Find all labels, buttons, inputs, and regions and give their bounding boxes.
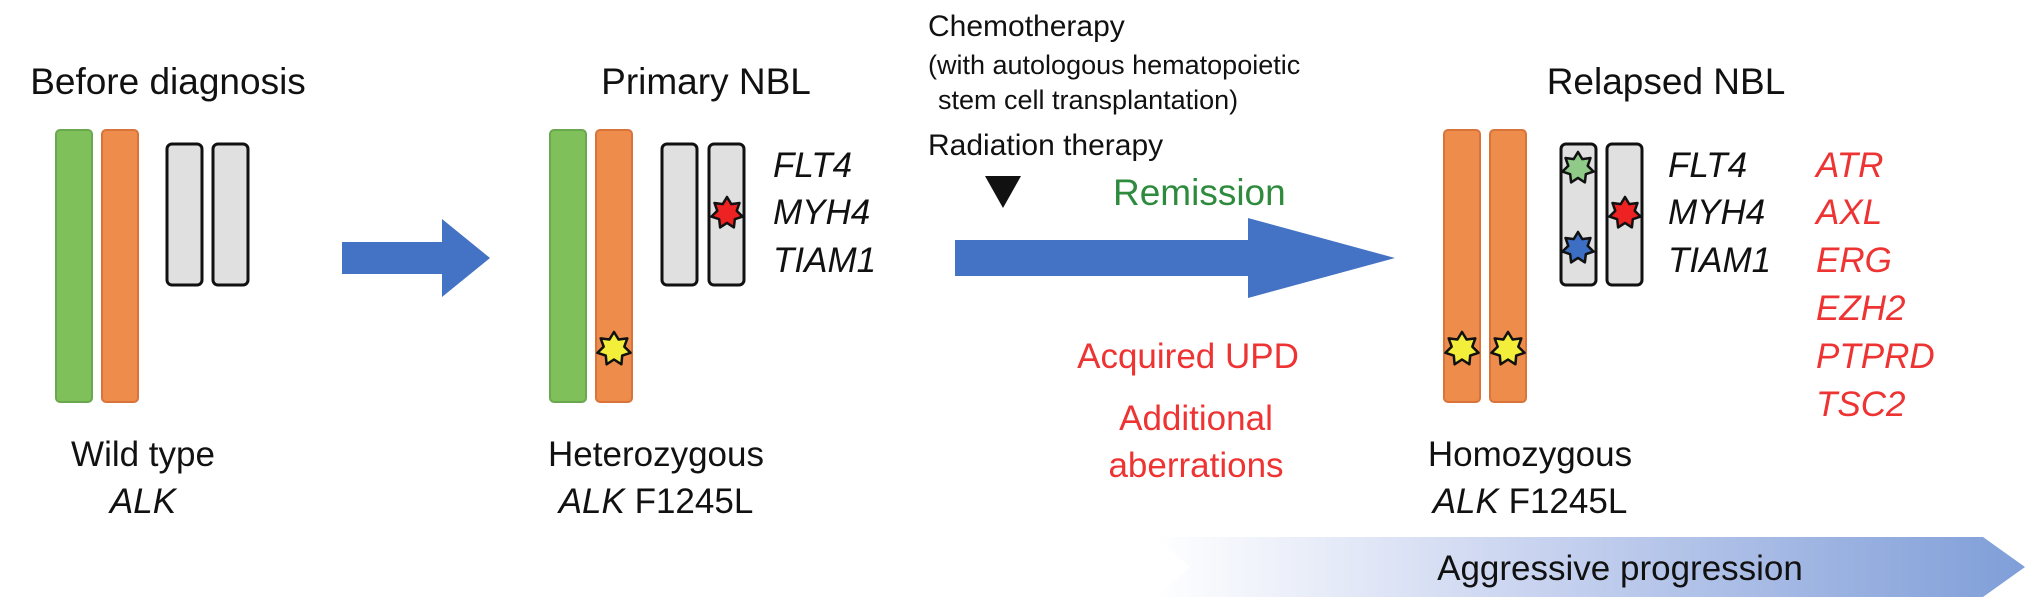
relapsed-title: Relapsed NBL — [1547, 61, 1786, 102]
star-shape — [1490, 330, 1526, 366]
relapsed-extra-gene-2: AXL — [1814, 193, 1882, 232]
relapsed-extra-gene-1: ATR — [1814, 146, 1883, 185]
treatment-marker-triangle — [985, 176, 1021, 208]
chromosome-gray-before-2 — [211, 142, 250, 287]
mutation-star-yellow-relapsed-2 — [1490, 330, 1526, 366]
event-acquired-upd: Acquired UPD — [1077, 337, 1299, 376]
treatment-hsct-line2: stem cell transplantation) — [938, 85, 1238, 115]
chromosome-gray-before-1 — [165, 142, 204, 287]
star-shape — [1444, 330, 1480, 366]
progression-arrow-1 — [342, 219, 490, 297]
relapsed-extra-gene-4: EZH2 — [1816, 289, 1905, 328]
mutation-star-red-primary — [710, 195, 744, 229]
relapsed-gene: ALK F1245L — [1431, 482, 1628, 521]
primary-gene-2: MYH4 — [773, 193, 870, 232]
primary-genotype: Heterozygous — [548, 435, 764, 474]
primary-title: Primary NBL — [601, 61, 811, 102]
mutation-star-yellow-relapsed-1 — [1444, 330, 1480, 366]
primary-gene: ALK F1245L — [557, 482, 754, 521]
mutation-star-red-relapsed — [1608, 195, 1642, 229]
chromosome-green-primary — [549, 129, 587, 403]
before-title: Before diagnosis — [30, 61, 306, 102]
relapsed-gene-1: FLT4 — [1668, 146, 1747, 185]
aggressive-progression-arrow — [1155, 537, 2025, 597]
progression-arrow-2 — [955, 218, 1395, 298]
relapsed-gene-3: TIAM1 — [1668, 241, 1771, 280]
star-shape — [710, 195, 744, 229]
primary-gene-1: FLT4 — [773, 146, 852, 185]
relapsed-gene-2: MYH4 — [1668, 193, 1765, 232]
aggressive-progression-label: Aggressive progression — [1437, 549, 1803, 588]
chromosome-orange-primary — [595, 129, 633, 403]
relapsed-extra-gene-5: PTPRD — [1816, 337, 1935, 376]
treatment-radiation: Radiation therapy — [928, 129, 1163, 162]
mutation-star-yellow-primary — [596, 330, 632, 366]
star-shape — [1608, 195, 1642, 229]
primary-gene-3: TIAM1 — [773, 241, 876, 280]
chromosome-orange-relapsed-2 — [1489, 129, 1527, 403]
before-gene: ALK — [108, 482, 178, 521]
mutation-star-blue-relapsed — [1561, 230, 1595, 264]
treatment-hsct-line1: (with autologous hematopoietic — [928, 50, 1300, 80]
event-additional-1: Additional — [1119, 399, 1273, 438]
mutation-star-green-relapsed — [1561, 150, 1595, 184]
chromosome-green-before — [55, 129, 93, 403]
star-shape — [1561, 230, 1595, 264]
before-genotype: Wild type — [71, 435, 215, 474]
chromosome-orange-before — [101, 129, 139, 403]
event-additional-2: aberrations — [1108, 446, 1283, 485]
treatment-chemotherapy: Chemotherapy — [928, 10, 1125, 43]
relapsed-extra-gene-6: TSC2 — [1816, 385, 1905, 424]
chromosome-orange-relapsed-1 — [1443, 129, 1481, 403]
relapsed-genotype: Homozygous — [1428, 435, 1632, 474]
star-shape — [1561, 150, 1595, 184]
star-shape — [596, 330, 632, 366]
remission-label: Remission — [1113, 172, 1286, 213]
chromosome-gray-primary-1 — [660, 142, 699, 287]
relapsed-extra-gene-3: ERG — [1816, 241, 1892, 280]
